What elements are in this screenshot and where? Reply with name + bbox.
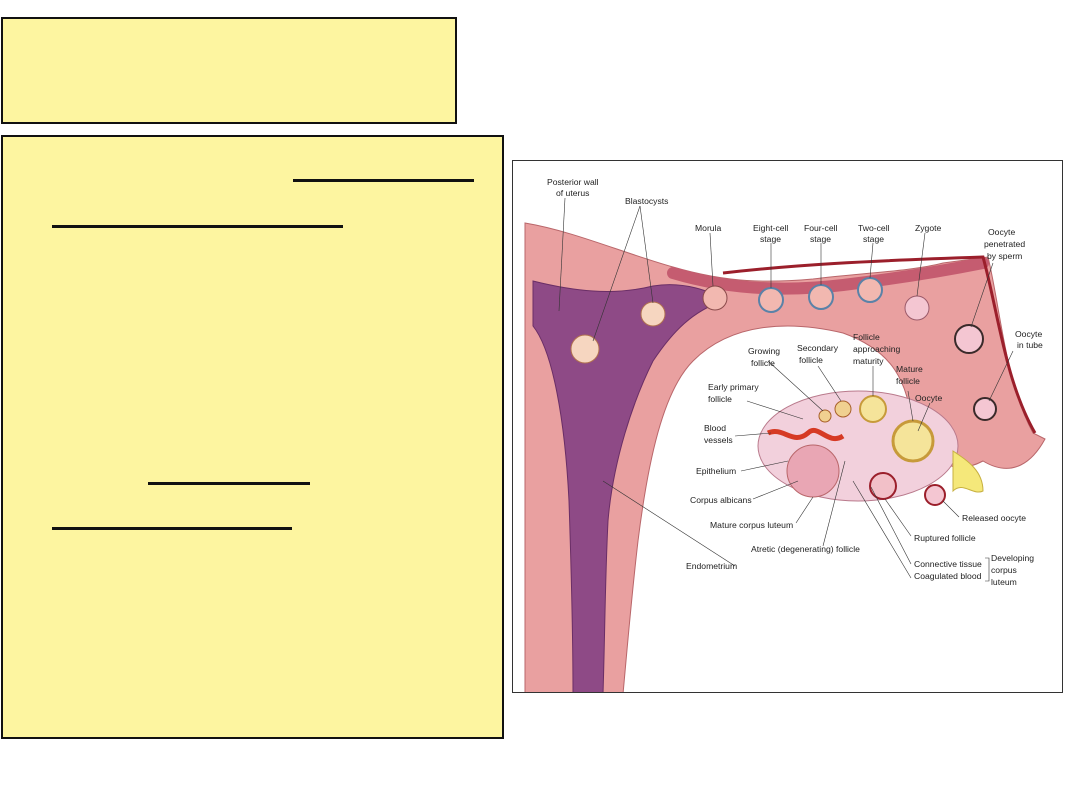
label-blastocysts: Blastocysts bbox=[625, 196, 668, 206]
label-early-primary-2: follicle bbox=[708, 394, 732, 404]
oocyte-penetrated-shape bbox=[954, 324, 984, 354]
label-oocyte-penetrated: Oocyte bbox=[988, 227, 1015, 237]
diagram-svg: Posterior wall of uterus Blastocysts Mor… bbox=[524, 177, 1046, 692]
label-developing: Developing bbox=[991, 553, 1034, 563]
body-text-box bbox=[1, 135, 504, 739]
mature-follicle-shape bbox=[891, 419, 935, 463]
blank-line-1 bbox=[293, 179, 474, 182]
label-blood-vessels: Blood bbox=[704, 423, 726, 433]
label-oocyte-tube-2: in tube bbox=[1017, 340, 1043, 350]
title-placeholder-box bbox=[1, 17, 457, 124]
label-zygote: Zygote bbox=[915, 223, 941, 233]
label-coagulated: Coagulated blood bbox=[914, 571, 982, 581]
label-eight-cell: Eight-cell bbox=[753, 223, 788, 233]
label-two-cell: Two-cell bbox=[858, 223, 890, 233]
label-posterior-wall: Posterior wall bbox=[547, 177, 599, 187]
tube-outer-wall bbox=[722, 255, 1037, 434]
blank-line-3 bbox=[148, 482, 310, 485]
label-connective: Connective tissue bbox=[914, 559, 982, 569]
label-mature-follicle: Mature bbox=[896, 364, 923, 374]
label-endometrium: Endometrium bbox=[686, 561, 737, 571]
label-four-cell: Four-cell bbox=[804, 223, 838, 233]
label-approaching: Follicle bbox=[853, 332, 880, 342]
oocyte-tube-shape bbox=[973, 397, 997, 421]
blastocyst-1 bbox=[570, 334, 600, 364]
morula-shape bbox=[702, 285, 728, 311]
label-posterior-wall-2: of uterus bbox=[556, 188, 589, 198]
reproductive-diagram: Posterior wall of uterus Blastocysts Mor… bbox=[512, 160, 1063, 693]
label-secondary-follicle-2: follicle bbox=[799, 355, 823, 365]
blank-line-2 bbox=[52, 225, 343, 228]
label-growing-follicle-2: follicle bbox=[751, 358, 775, 368]
zygote-shape bbox=[904, 295, 930, 321]
label-approaching-3: maturity bbox=[853, 356, 884, 366]
label-atretic: Atretic (degenerating) follicle bbox=[751, 544, 860, 554]
label-corpus-albicans: Corpus albicans bbox=[690, 495, 752, 505]
eight-cell-shape bbox=[758, 287, 784, 313]
secondary-follicle-shape bbox=[834, 400, 852, 418]
label-mature-corpus-luteum: Mature corpus luteum bbox=[710, 520, 793, 530]
blank-line-4 bbox=[52, 527, 292, 530]
label-developing-3: luteum bbox=[991, 577, 1017, 587]
label-approaching-2: approaching bbox=[853, 344, 901, 354]
uterine-cavity bbox=[532, 280, 724, 692]
four-cell-shape bbox=[808, 284, 834, 310]
ruptured-follicle-shape bbox=[869, 472, 897, 500]
label-oocyte: Oocyte bbox=[915, 393, 942, 403]
label-oocyte-tube: Oocyte bbox=[1015, 329, 1042, 339]
corpus-albicans-shape bbox=[786, 444, 840, 498]
follicle-approaching-shape bbox=[859, 395, 887, 423]
label-blood-vessels-2: vessels bbox=[704, 435, 733, 445]
label-epithelium: Epithelium bbox=[696, 466, 736, 476]
label-eight-cell-2: stage bbox=[760, 234, 781, 244]
label-oocyte-penetrated-3: by sperm bbox=[987, 251, 1022, 261]
label-oocyte-penetrated-2: penetrated bbox=[984, 239, 1025, 249]
fallopian-tube bbox=[667, 257, 989, 295]
label-mature-follicle-2: follicle bbox=[896, 376, 920, 386]
label-morula: Morula bbox=[695, 223, 721, 233]
label-two-cell-2: stage bbox=[863, 234, 884, 244]
blood-vessels-shape bbox=[766, 428, 845, 441]
growing-follicle-shape bbox=[818, 409, 832, 423]
label-developing-2: corpus bbox=[991, 565, 1017, 575]
label-early-primary: Early primary bbox=[708, 382, 759, 392]
label-ruptured: Ruptured follicle bbox=[914, 533, 976, 543]
label-growing-follicle: Growing bbox=[748, 346, 780, 356]
blastocyst-2 bbox=[640, 301, 666, 327]
fimbriae bbox=[952, 450, 984, 493]
diagram-labels: Posterior wall of uterus Blastocysts Mor… bbox=[547, 177, 1043, 587]
label-four-cell-2: stage bbox=[810, 234, 831, 244]
leader-lines bbox=[558, 197, 1014, 582]
released-oocyte-shape bbox=[924, 484, 946, 506]
two-cell-shape bbox=[857, 277, 883, 303]
label-secondary-follicle: Secondary bbox=[797, 343, 839, 353]
label-released: Released oocyte bbox=[962, 513, 1026, 523]
